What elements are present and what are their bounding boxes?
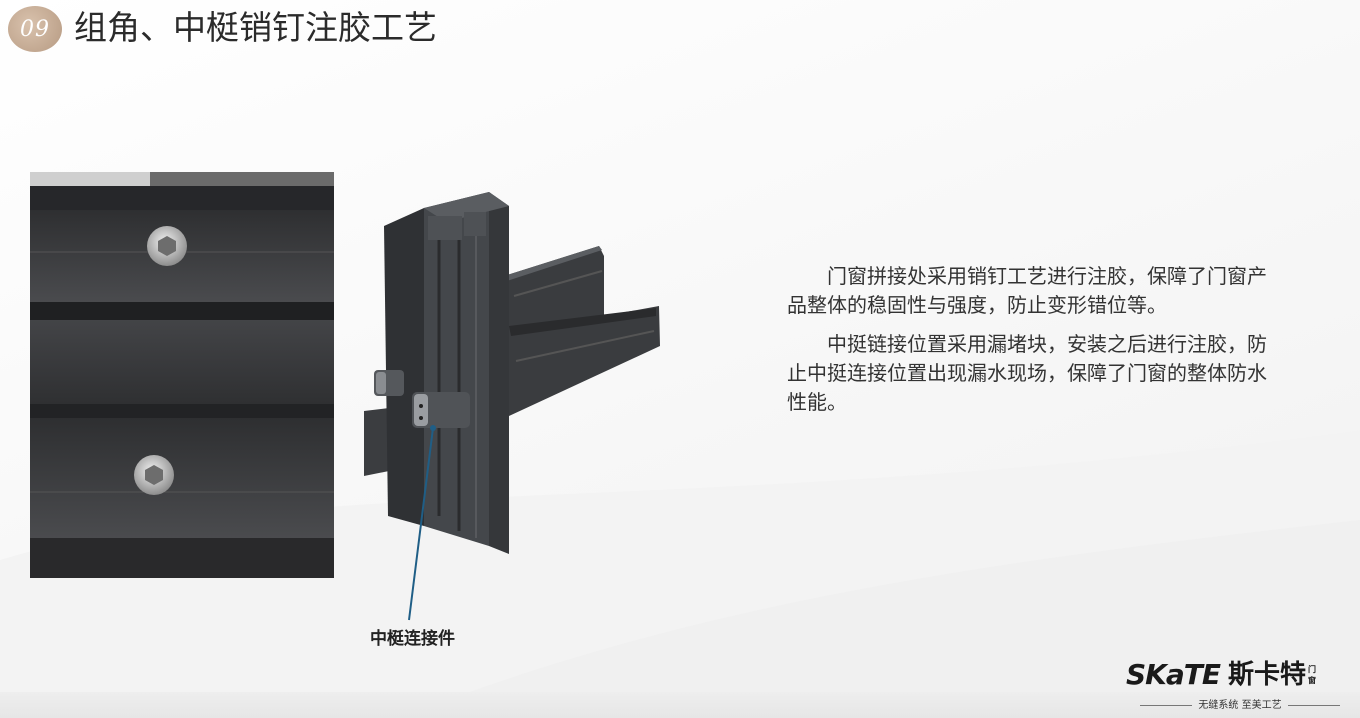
section-number-badge: 09 [8, 6, 62, 52]
brand-slogan-text: 无缝系统 至美工艺 [1198, 700, 1282, 711]
mullion-connection-diagram [364, 186, 664, 566]
description-paragraph: 门窗拼接处采用销钉工艺进行注胶，保障了门窗产品整体的稳固性与强度，防止变形错位等… [787, 264, 1267, 317]
logo-suffix: 门窗 [1308, 665, 1316, 685]
section-number: 09 [20, 16, 50, 42]
pin-closeup-photo [30, 172, 334, 578]
logo-english: SKaTE [1126, 658, 1221, 691]
page-title: 组角、中梃销钉注胶工艺 [74, 8, 437, 47]
part-label: 中梃连接件 [370, 629, 455, 649]
description-paragraph: 中挺链接位置采用漏堵块，安装之后进行注胶，防止中挺连接位置出现漏水现场，保障了门… [787, 332, 1267, 414]
brand-logo: SKaTE 斯卡特 门窗 无缝系统 至美工艺 [1122, 656, 1358, 714]
description-block: 门窗拼接处采用销钉工艺进行注胶，保障了门窗产品整体的稳固性与强度，防止变形错位等… [787, 262, 1267, 427]
brand-slogan: 无缝系统 至美工艺 [1122, 696, 1358, 711]
logo-chinese: 斯卡特 [1227, 660, 1306, 690]
